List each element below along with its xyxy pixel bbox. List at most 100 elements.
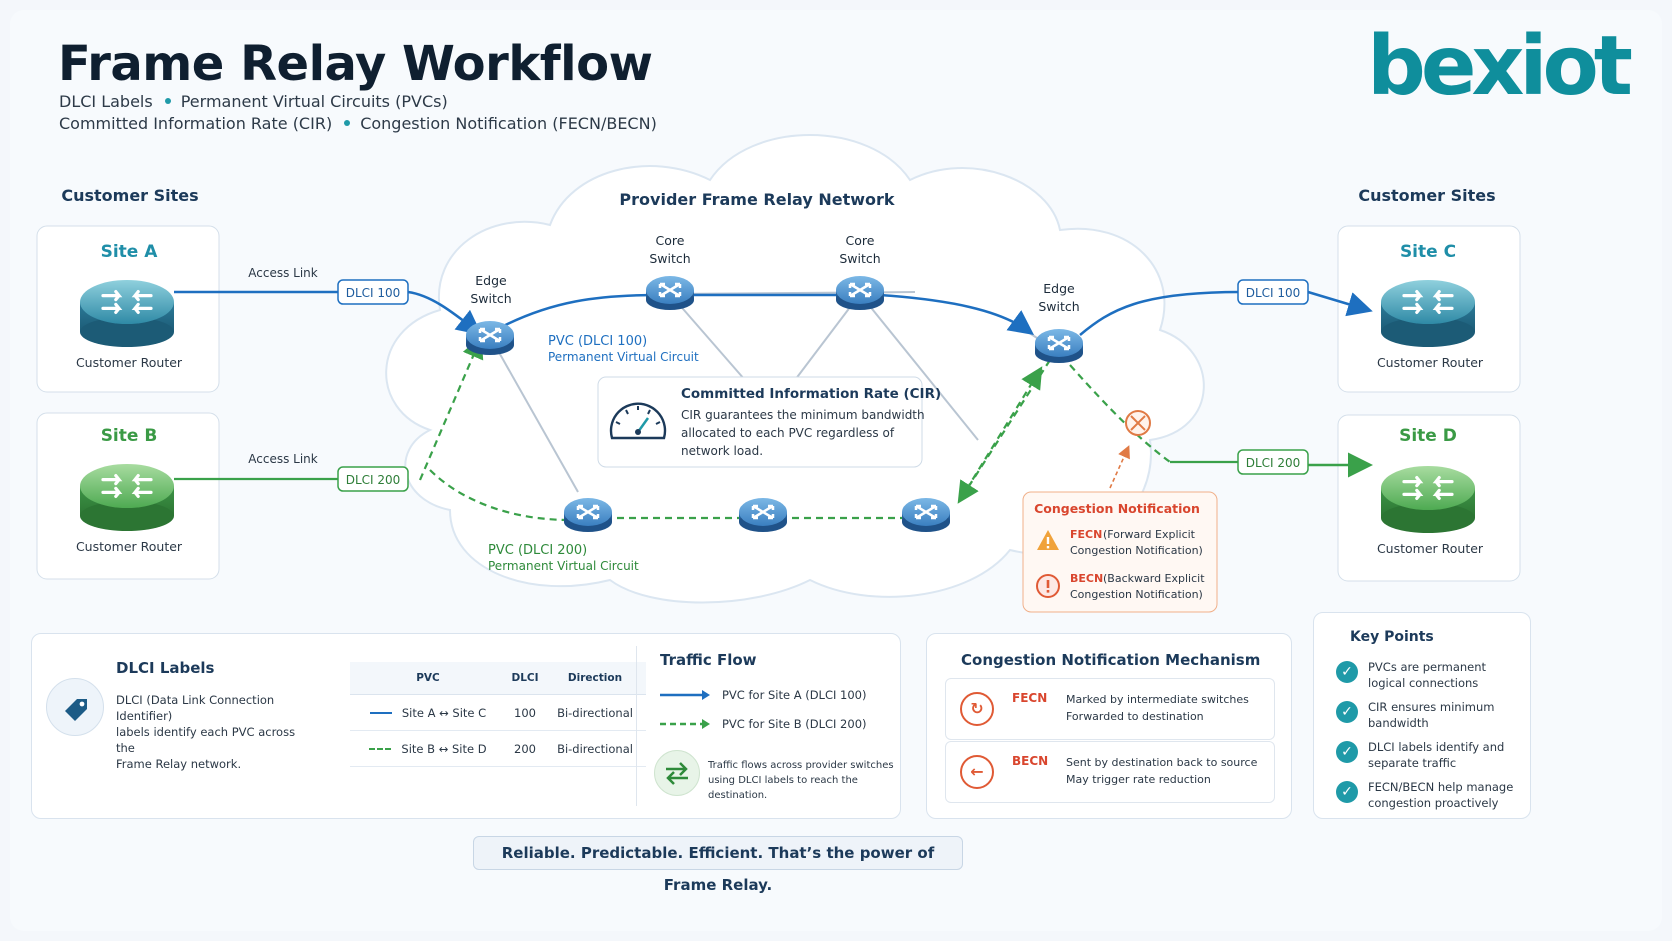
table-cell-direction: Bi-directional [544,694,646,731]
desc-line: Forwarded to destination [1066,710,1204,723]
core-switch-1-icon [646,276,694,310]
becn-rest: (Backward Explicit [1103,572,1205,585]
blue-line-icon [369,712,392,714]
page-title: Frame Relay Workflow [58,36,653,92]
table-cell-dlci: 200 [506,730,545,767]
congestion-box: Congestion Notification FECN (Forward Ex… [1022,491,1218,613]
table-row: Site A ↔ Site C 100 Bi-directional [350,694,646,731]
desc-line: DLCI (Data Link Connection Identifier) [116,693,275,723]
edge-switch-left-label-1: Edge [475,273,507,288]
dlci-panel-title: DLCI Labels [116,659,215,677]
traffic-note: Traffic flows across provider switches u… [708,758,900,803]
pvc-100-path [174,290,1373,336]
svg-text:DLCI 200: DLCI 200 [1246,456,1301,470]
congestion-title: Congestion Notification [1034,501,1200,516]
edge-switch-left-label-2: Switch [470,291,511,306]
fecn-line2: Congestion Notification) [1070,544,1203,557]
green-dash-icon [369,748,392,750]
kp-line: logical connections [1368,676,1479,690]
bottom-switch-1-icon [564,498,612,532]
tag-icon-svg [65,699,87,721]
cir-title: Committed Information Rate (CIR) [681,386,941,402]
cell-text: Site B ↔ Site D [401,741,487,756]
desc-line: Frame Relay network. [116,757,242,771]
dlci-description: DLCI (Data Link Connection Identifier) l… [116,692,306,772]
site-c-router-icon [1381,280,1475,347]
pvc-200-path [174,335,1373,522]
core-switch-2-label-1: Core [846,233,875,248]
edge-switch-left-icon [466,321,514,355]
svg-text:DLCI 100: DLCI 100 [1246,286,1301,300]
becn-desc: Sent by destination back to source May t… [1066,754,1257,788]
desc-line: May trigger rate reduction [1066,773,1211,786]
cir-text-1: CIR guarantees the minimum bandwidth [681,408,925,422]
key-point-text: PVCs are permanent logical connections [1368,659,1518,691]
alert-circle-icon [1036,574,1060,598]
kp-line: bandwidth [1368,716,1429,730]
key-point-text: CIR ensures minimum bandwidth [1368,699,1518,731]
dlci-badge-a: DLCI 100 [337,279,409,305]
site-a-name: Site A [101,242,159,262]
desc-line: Sent by destination back to source [1066,756,1258,769]
col-header: DLCI [506,662,545,695]
edge-switch-right-label-2: Switch [1038,299,1079,314]
key-points-title: Key Points [1350,629,1434,645]
fecn-rest: (Forward Explicit [1103,528,1196,541]
table-cell-dlci: 100 [506,694,545,731]
fecn-desc: Marked by intermediate switches Forwarde… [1066,691,1249,725]
site-c-name: Site C [1400,242,1456,262]
kp-line: DLCI labels identify and [1368,740,1505,754]
becn-abbr: BECN [1070,572,1103,585]
cell-text: Site A ↔ Site C [401,705,487,720]
back-arrow-icon: ← [960,755,994,789]
subtitle-item: Committed Information Rate (CIR) [59,114,333,133]
fecn-label: FECN [1012,691,1048,705]
legend-pvc-a: PVC for Site A (DLCI 100) [722,688,867,702]
footer-tagline: Reliable. Predictable. Efficient. That’s… [473,836,963,894]
table-cell-direction: Bi-directional [544,730,646,767]
site-c-device: Customer Router [1377,355,1484,370]
bullet-dot [344,120,351,126]
subtitle-item: Permanent Virtual Circuits (PVCs) [180,92,448,111]
brand-logo: bexiot [1367,19,1633,114]
site-b-router-icon [80,464,174,531]
note-line: using DLCI labels to reach the destinati… [708,775,858,801]
tag-icon [46,678,104,736]
bottom-switch-3-icon [902,498,950,532]
desc-line: labels identify each PVC across the [116,725,296,755]
pvc-100-sublabel: Permanent Virtual Circuit [548,350,699,364]
traffic-legend-lines [660,690,710,729]
subtitle-item: DLCI Labels [59,92,153,111]
speedometer-icon [609,402,667,440]
check-icon: ✓ [1336,701,1358,723]
site-d-router-icon [1381,466,1475,533]
subtitle-line-2: Committed Information Rate (CIR)Congesti… [59,114,657,133]
check-icon: ✓ [1336,741,1358,763]
traffic-flow-title: Traffic Flow [660,651,757,669]
core-switch-1-label-2: Switch [649,251,690,266]
edge-switch-right-label-1: Edge [1043,281,1075,296]
kp-line: FECN/BECN help manage [1368,780,1514,794]
core-switch-1-label-1: Core [656,233,685,248]
table-cell-pvc: Site A ↔ Site C [350,694,507,731]
kp-line: congestion proactively [1368,796,1499,810]
bullet-dot [164,98,171,104]
refresh-icon: ↻ [960,692,994,726]
dlci-badge-b: DLCI 200 [337,466,409,492]
cir-text-2: allocated to each PVC regardless of [681,426,895,440]
provider-cloud [385,134,1205,604]
canvas: Customer Sites Customer Sites Provider F… [10,10,1662,931]
svg-text:DLCI 200: DLCI 200 [346,473,401,487]
congestion-indicator [1109,410,1151,489]
check-icon: ✓ [1336,661,1358,683]
key-point-text: FECN/BECN help manage congestion proacti… [1368,779,1518,811]
table-cell-pvc: Site B ↔ Site D [350,730,507,767]
key-point-text: DLCI labels identify and separate traffi… [1368,739,1518,771]
col-header: PVC [350,662,507,695]
pvc-200-sublabel: Permanent Virtual Circuit [488,559,639,573]
col-header: Direction [544,662,646,695]
dlci-table: PVC DLCI Direction Site A ↔ Site C 100 B… [350,662,646,767]
subtitle-line-1: DLCI Labels Permanent Virtual Circuits (P… [59,92,448,111]
note-line: Traffic flows across provider switches [708,760,894,771]
site-a-device: Customer Router [76,355,183,370]
